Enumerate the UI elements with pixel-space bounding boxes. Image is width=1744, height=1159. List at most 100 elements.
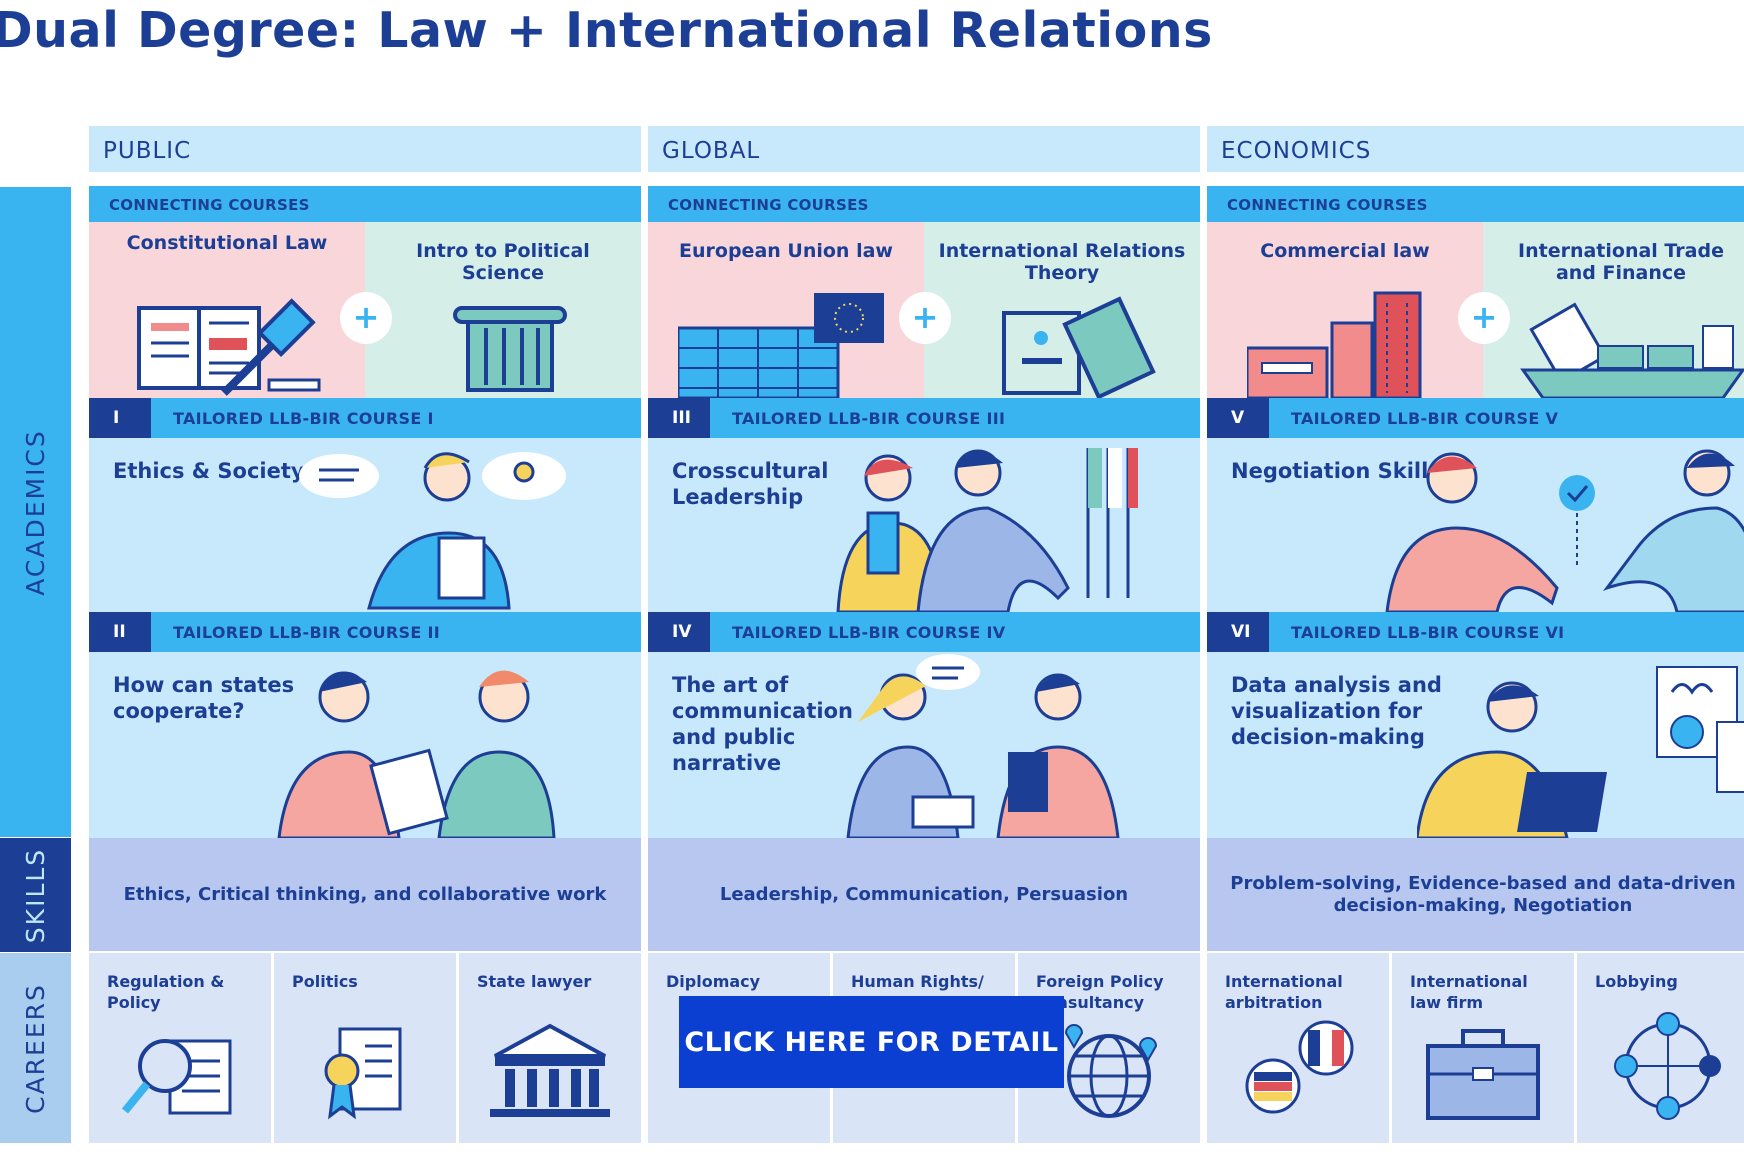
connecting-left-title: European Union law: [679, 240, 893, 262]
plus-icon: +: [1458, 292, 1510, 344]
magnifier-document-icon: [121, 1039, 232, 1115]
connecting-right-panel: International Relations Theory: [924, 222, 1200, 398]
course-label: TAILORED LLB-BIR COURSE IV: [732, 622, 1006, 642]
column-header: ECONOMICS: [1207, 126, 1744, 172]
career-card: Lobbying: [1577, 953, 1744, 1143]
course-title: Negotiation Skills: [1231, 459, 1441, 483]
careers-label-text: CAREERS: [21, 982, 51, 1114]
connecting-right-title: International Relations Theory: [938, 240, 1186, 284]
tailored-course-panel: Negotiation Skills: [1207, 438, 1744, 612]
tailored-course-bar: V TAILORED LLB-BIR COURSE V: [1207, 398, 1744, 438]
skills-row: Ethics, Critical thinking, and collabora…: [89, 838, 641, 951]
connecting-right-title: International Trade and Finance: [1518, 240, 1724, 284]
career-label: International law firm: [1410, 972, 1528, 1012]
connecting-courses-bar: CONNECTING COURSES: [1207, 186, 1744, 222]
tailored-course-bar: VI TAILORED LLB-BIR COURSE VI: [1207, 612, 1744, 652]
connecting-courses-body: Commercial law International Trade and F…: [1207, 222, 1744, 398]
two-people-talking-icon: [277, 670, 556, 838]
career-card: State lawyer: [459, 953, 641, 1143]
career-label: International arbitration: [1225, 972, 1343, 1012]
course-number: I: [89, 398, 151, 438]
career-card: Politics: [274, 953, 456, 1143]
people-with-flags-icon: [836, 448, 1138, 612]
academics-label-text: ACADEMICS: [21, 428, 51, 596]
course-number: III: [648, 398, 710, 438]
course-title: Data analysis and visualization for deci…: [1231, 673, 1442, 749]
career-label: Diplomacy: [666, 972, 761, 991]
click-for-detail-button[interactable]: CLICK HERE FOR DETAIL: [679, 996, 1064, 1088]
career-label: Politics: [292, 972, 358, 991]
tailored-course-panel: Crosscultural Leadership: [648, 438, 1200, 612]
connecting-courses-body: Constitutional Law Intro to: [89, 222, 641, 398]
career-label: Regulation & Policy: [107, 972, 225, 1012]
connecting-left-panel: Commercial law: [1207, 222, 1483, 398]
column-global: GLOBAL CONNECTING COURSES European Union…: [648, 126, 1200, 1143]
tailored-course-panel: Data analysis and visualization for deci…: [1207, 652, 1744, 838]
person-with-ideas-icon: [299, 452, 566, 610]
course-label: TAILORED LLB-BIR COURSE III: [732, 408, 1006, 428]
books-icon: [1002, 296, 1156, 398]
plus-icon: +: [899, 292, 951, 344]
certificate-icon: [324, 1027, 402, 1120]
column-public: PUBLIC CONNECTING COURSES Constitutional…: [89, 126, 641, 1143]
tailored-course-panel: Ethics & Society: [89, 438, 641, 612]
career-label: Human Rights/: [851, 972, 984, 991]
course-label: TAILORED LLB-BIR COURSE V: [1291, 408, 1559, 428]
course-number: II: [89, 612, 151, 652]
career-card: International law firm: [1392, 953, 1574, 1143]
connecting-courses-bar: CONNECTING COURSES: [89, 186, 641, 222]
connecting-left-title: Commercial law: [1260, 240, 1430, 262]
briefcase-icon: [1426, 1029, 1540, 1120]
eu-building-flag-icon: [678, 293, 884, 398]
course-number: VI: [1207, 612, 1269, 652]
ship-calculator-icon: [1520, 302, 1744, 398]
connecting-right-title: Intro to Political Science: [416, 240, 590, 284]
column-header: GLOBAL: [648, 126, 1200, 172]
careers-side-label: CAREERS: [0, 953, 71, 1143]
skills-row: Leadership, Communication, Persuasion: [648, 838, 1200, 951]
plus-icon: +: [340, 292, 392, 344]
tailored-course-bar: III TAILORED LLB-BIR COURSE III: [648, 398, 1200, 438]
skills-side-label: SKILLS: [0, 838, 71, 952]
careers-row: Regulation & Policy Politics: [89, 953, 641, 1143]
connecting-left-title: Constitutional Law: [126, 232, 328, 254]
course-label: TAILORED LLB-BIR COURSE VI: [1291, 622, 1565, 642]
connecting-right-panel: International Trade and Finance: [1483, 222, 1744, 398]
law-book-gavel-icon: [137, 298, 321, 396]
courthouse-icon: [490, 1023, 610, 1117]
skills-row: Problem-solving, Evidence-based and data…: [1207, 838, 1744, 951]
page-title: Dual Degree: Law + International Relatio…: [0, 2, 1213, 59]
career-label: State lawyer: [477, 972, 592, 991]
course-title: Crosscultural Leadership: [672, 459, 829, 509]
connecting-right-panel: Intro to Political Science: [365, 222, 641, 398]
course-title: How can states cooperate?: [113, 673, 295, 723]
careers-row: International arbitration International …: [1207, 953, 1744, 1143]
career-label: Lobbying: [1595, 972, 1678, 991]
network-people-icon: [1614, 1012, 1721, 1120]
connecting-courses-body: European Union law International Relatio…: [648, 222, 1200, 398]
tailored-course-bar: IV TAILORED LLB-BIR COURSE IV: [648, 612, 1200, 652]
course-title: The art of communication and public narr…: [672, 673, 853, 775]
column-building-icon: [453, 306, 567, 392]
people-presenting-icon: [846, 654, 1120, 838]
column-economics: ECONOMICS CONNECTING COURSES Commercial …: [1207, 126, 1744, 1143]
course-title: Ethics & Society: [113, 459, 305, 483]
skills-label-text: SKILLS: [21, 847, 50, 943]
connecting-left-panel: European Union law: [648, 222, 924, 398]
career-card: Regulation & Policy: [89, 953, 271, 1143]
connecting-left-panel: Constitutional Law: [89, 222, 365, 398]
handshake-negotiation-icon: [1385, 449, 1744, 612]
tailored-course-panel: The art of communication and public narr…: [648, 652, 1200, 838]
connecting-courses-bar: CONNECTING COURSES: [648, 186, 1200, 222]
course-number: V: [1207, 398, 1269, 438]
course-label: TAILORED LLB-BIR COURSE II: [173, 622, 440, 642]
city-buildings-icon: [1247, 291, 1422, 398]
course-label: TAILORED LLB-BIR COURSE I: [173, 408, 434, 428]
academics-side-label: ACADEMICS: [0, 187, 71, 837]
tailored-course-bar: I TAILORED LLB-BIR COURSE I: [89, 398, 641, 438]
person-data-charts-icon: [1417, 666, 1744, 838]
career-card: International arbitration: [1207, 953, 1389, 1143]
speech-flags-icon: [1245, 1020, 1354, 1114]
globe-pins-icon: [1064, 1024, 1158, 1118]
